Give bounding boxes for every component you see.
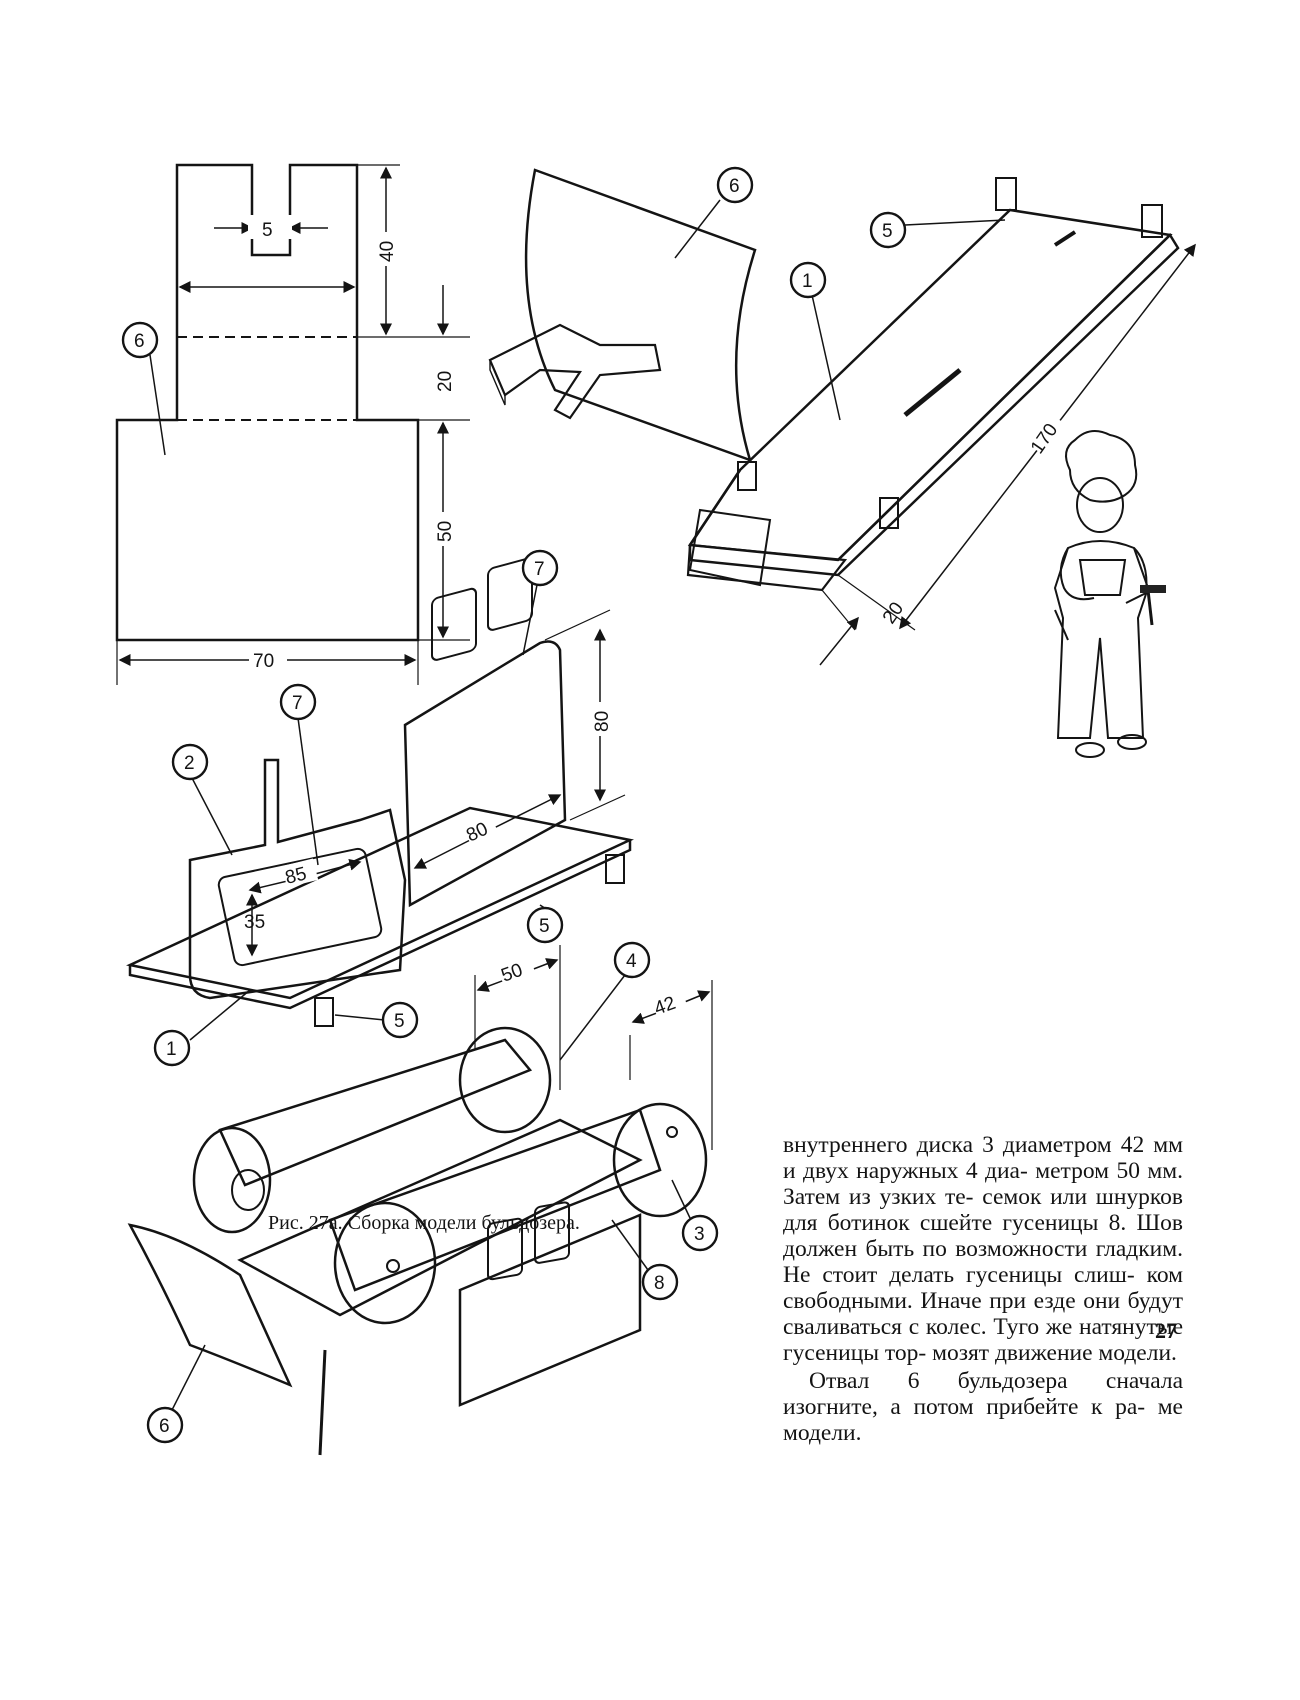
text-line: ме модели. — [783, 1394, 1183, 1446]
bent-blade-drawing: 6 — [488, 166, 757, 463]
callout-1-body: 1 — [166, 1039, 177, 1060]
dim-hood-length: 85 — [283, 863, 309, 888]
text-line: сшейте гусеницы 8. Шов должен — [783, 1210, 1183, 1262]
callout-5-frame: 5 — [882, 221, 893, 242]
dim-cabin-height: 80 — [592, 711, 613, 732]
text-line: семок или шнурков для ботинок — [783, 1184, 1183, 1236]
dim-blade-height: 50 — [435, 521, 456, 542]
dim-blade-width: 70 — [253, 651, 274, 672]
dim-hood-height: 35 — [244, 912, 265, 933]
callout-6-pattern: 6 — [134, 331, 145, 352]
tracked-model-drawing: 50 42 4 3 8 6 — [127, 941, 719, 1456]
figure-caption-prefix: Рис. 27а. — [268, 1212, 343, 1234]
text-line: 42 мм и двух наружных 4 диа- — [783, 1132, 1183, 1184]
paragraph-2: Отвал 6 бульдозера сначала изогните, а п… — [783, 1368, 1183, 1446]
dim-blade-slot: 5 — [262, 220, 273, 241]
text-line: Не стоит делать гусеницы слиш- — [783, 1262, 1147, 1288]
callout-4-model: 4 — [626, 951, 637, 972]
figure-caption: Рис. 27а. Сборка модели бульдозера. — [268, 1212, 668, 1235]
text-line: они будут сваливаться с колес. — [783, 1288, 1183, 1340]
frame-board-drawing: 170 20 5 1 — [686, 177, 1196, 666]
paragraph-1: внутреннего диска 3 диаметром 42 мм и дв… — [783, 1132, 1183, 1366]
callout-7-hood: 7 — [292, 693, 303, 714]
callout-7-cabin: 7 — [534, 559, 545, 580]
text-line: изогните, а потом прибейте к ра- — [783, 1394, 1158, 1420]
body-text: внутреннего диска 3 диаметром 42 мм и дв… — [783, 1132, 1183, 1446]
callout-1-frame: 1 — [802, 271, 813, 292]
callout-5-body-a: 5 — [539, 916, 550, 937]
page-number: 27 — [1155, 1318, 1177, 1343]
callout-3-model: 3 — [694, 1224, 705, 1245]
figure-caption-text: Сборка модели бульдозера. — [347, 1212, 580, 1234]
text-line: быть по возможности гладким. — [865, 1236, 1183, 1262]
dim-blade-tab-height: 40 — [377, 241, 398, 262]
blade-pattern-drawing: 5 40 20 50 70 6 — [115, 163, 470, 685]
callout-6-blade: 6 — [729, 176, 740, 197]
text-line: ком свободными. Иначе при езде — [783, 1262, 1183, 1314]
callout-2-body: 2 — [184, 753, 195, 774]
body-assembly-drawing: 85 35 80 80 2 7 7 5 5 1 — [126, 549, 634, 1067]
text-line: метром 50 мм. Затем из узких те- — [783, 1158, 1184, 1210]
text-line: Туго же натянутые гусеницы тор- — [783, 1314, 1183, 1366]
text-line: внутреннего диска 3 диаметром — [783, 1132, 1121, 1158]
text-line: мозят движение модели. — [932, 1340, 1177, 1366]
callout-5-body-b: 5 — [394, 1011, 405, 1032]
boy-with-hammer-illustration — [1053, 430, 1166, 758]
callout-6-model: 6 — [159, 1416, 170, 1437]
text-line: Отвал 6 бульдозера сначала — [809, 1368, 1183, 1394]
dim-blade-bend: 20 — [435, 371, 456, 392]
callout-8-model: 8 — [654, 1273, 665, 1294]
